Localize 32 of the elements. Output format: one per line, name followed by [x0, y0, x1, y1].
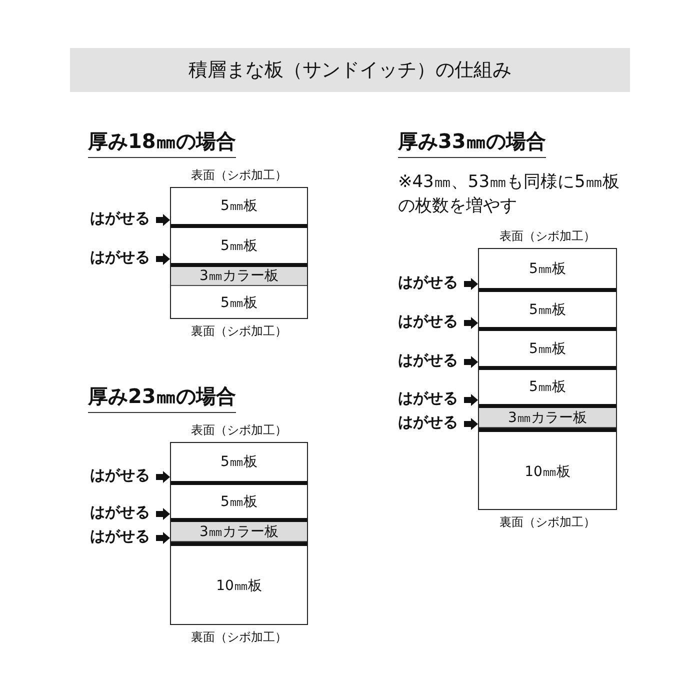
- title-banner: 積層まな板（サンドイッチ）の仕組み: [70, 48, 630, 92]
- peel-label: はがせる: [398, 312, 458, 331]
- board-layer: 5㎜板: [171, 443, 307, 481]
- peel-label: はがせる: [90, 503, 150, 522]
- peel-label: はがせる: [90, 466, 150, 485]
- surface-label: 裏面（シボ加工）: [191, 629, 287, 646]
- surface-label: 表面（シボ加工）: [191, 167, 287, 184]
- peel-label: はがせる: [90, 527, 150, 546]
- section-heading: 厚み18㎜の場合: [88, 128, 236, 158]
- surface-label: 裏面（シボ加工）: [191, 323, 287, 340]
- peel-label: はがせる: [398, 389, 458, 408]
- peel-label: はがせる: [398, 351, 458, 370]
- section-heading: 厚み23㎜の場合: [88, 383, 236, 413]
- peel-label: はがせる: [398, 273, 458, 292]
- board-layer: 5㎜板: [479, 327, 616, 366]
- peel-label: はがせる: [90, 209, 150, 228]
- board-layer: 10㎜板: [171, 542, 307, 626]
- peel-label: はがせる: [398, 413, 458, 432]
- board-layer: 5㎜板: [171, 188, 307, 224]
- surface-label: 表面（シボ加工）: [500, 228, 596, 245]
- surface-label: 表面（シボ加工）: [191, 422, 287, 439]
- board-layer: 5㎜板: [479, 288, 616, 327]
- surface-label: 裏面（シボ加工）: [500, 514, 596, 531]
- board-layer: 5㎜板: [171, 286, 307, 320]
- section-heading: 厚み33㎜の場合: [398, 128, 546, 158]
- color-board-layer: 3㎜カラー板: [171, 263, 307, 286]
- board-layer: 10㎜板: [479, 428, 616, 511]
- peel-label: はがせる: [90, 248, 150, 267]
- note-text: ※43㎜、53㎜も同様に5㎜板の枚数を増やす: [398, 171, 620, 218]
- color-board-layer: 3㎜カラー板: [171, 518, 307, 542]
- color-board-layer: 3㎜カラー板: [479, 404, 616, 428]
- board-layer: 5㎜板: [479, 249, 616, 288]
